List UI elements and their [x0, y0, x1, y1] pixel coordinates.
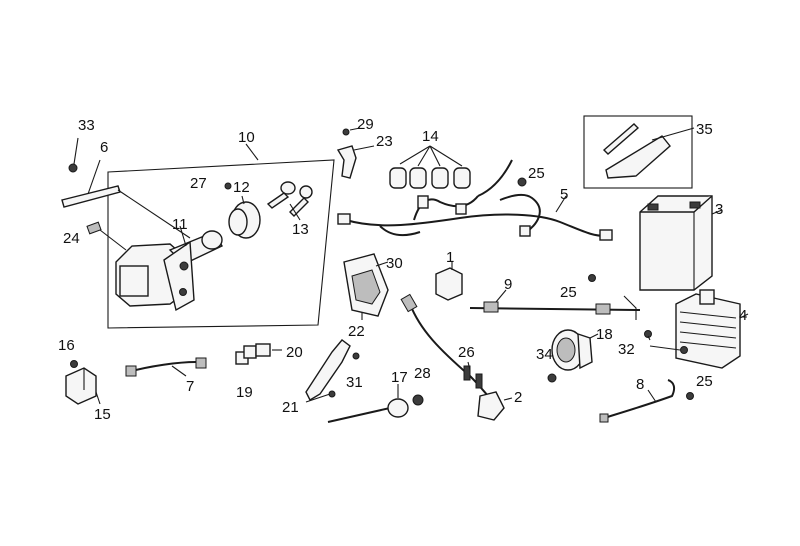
callout-26: 26 — [458, 344, 475, 361]
callout-25-c: 25 — [696, 373, 713, 390]
callout-23: 23 — [376, 133, 393, 150]
callout-16: 16 — [58, 337, 75, 354]
part-3-battery — [639, 195, 723, 291]
callout-21: 21 — [282, 399, 299, 416]
part-15-relay — [65, 367, 101, 405]
callout-13: 13 — [292, 221, 309, 238]
callout-33: 33 — [78, 117, 95, 134]
part-17-switch — [327, 384, 409, 423]
part-35-toolkit — [583, 115, 695, 189]
part-21-bracket — [305, 339, 351, 403]
callout-31: 31 — [346, 374, 363, 391]
callout-15: 15 — [94, 406, 111, 423]
callout-9: 9 — [504, 276, 512, 293]
callout-25-a: 25 — [528, 165, 545, 182]
callout-34: 34 — [536, 346, 553, 363]
part-31-screw — [352, 352, 360, 360]
callout-5: 5 — [560, 186, 568, 203]
part-4-regulator — [675, 289, 749, 369]
callout-8: 8 — [636, 376, 644, 393]
part-5-wire-harness — [337, 159, 613, 241]
part-25-screw-b — [588, 274, 596, 282]
part-33-screw — [68, 137, 79, 173]
part-20-fuse — [255, 343, 282, 357]
part-25-screw-c — [686, 392, 694, 400]
callout-3: 3 — [715, 201, 723, 218]
callout-25-b: 25 — [560, 284, 577, 301]
part-28-nut — [412, 394, 424, 406]
callout-20: 20 — [286, 344, 303, 361]
callout-29: 29 — [357, 116, 374, 133]
part-1-relay — [435, 262, 463, 301]
callout-32: 32 — [618, 341, 635, 358]
callout-30: 30 — [386, 255, 403, 272]
callout-4: 4 — [739, 307, 747, 324]
callout-17: 17 — [391, 369, 408, 386]
callout-19: 19 — [236, 384, 253, 401]
part-11-ignition-lock — [115, 225, 223, 312]
part-25-screw-a — [517, 177, 527, 187]
part-16-screw — [70, 360, 78, 368]
part-18-horn — [551, 329, 599, 371]
part-12-cylinder — [228, 195, 261, 239]
callout-27: 27 — [190, 175, 207, 192]
callout-28: 28 — [414, 365, 431, 382]
callout-10: 10 — [238, 129, 255, 146]
callout-6: 6 — [100, 139, 108, 156]
callout-14: 14 — [422, 128, 439, 145]
part-34-screw — [547, 373, 557, 383]
part-13-keys — [266, 181, 313, 221]
part-7-wire — [125, 357, 207, 377]
callout-11: 11 — [172, 216, 188, 233]
part-14-relays — [389, 145, 471, 189]
part-30-cover — [343, 253, 389, 320]
callout-2: 2 — [514, 389, 522, 406]
part-24-screw — [86, 221, 127, 251]
callout-1: 1 — [446, 249, 454, 266]
part-23-clip — [336, 145, 375, 179]
callout-labels: 33 6 10 27 12 13 11 24 29 23 14 25 5 35 … — [58, 116, 747, 423]
callout-12: 12 — [233, 179, 250, 196]
callout-22: 22 — [348, 323, 365, 340]
part-6-strap — [61, 159, 191, 239]
callout-18: 18 — [596, 326, 613, 343]
callout-24: 24 — [63, 230, 80, 247]
callout-35: 35 — [696, 121, 713, 138]
callout-7: 7 — [186, 378, 194, 395]
part-26-bolts — [463, 361, 483, 389]
part-19-fuse — [235, 345, 257, 365]
part-32-screws — [644, 330, 688, 354]
part-27-screw — [224, 182, 232, 190]
part-8-lead — [599, 379, 676, 423]
part-29-screw — [342, 127, 361, 136]
part-9-cable — [469, 289, 641, 320]
lock-group-frame — [107, 143, 335, 329]
